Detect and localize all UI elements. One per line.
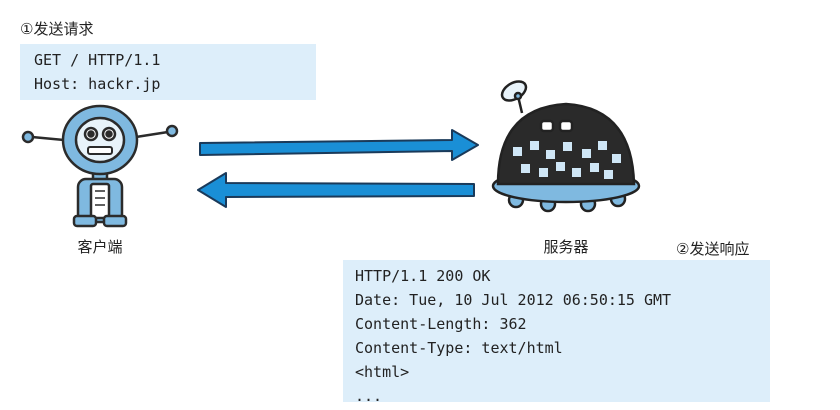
response-header-content-length: Content-Length: 362	[355, 315, 527, 333]
request-message-box: GET / HTTP/1.1 Host: hackr.jp	[20, 44, 316, 100]
server-label: 服务器	[543, 238, 588, 256]
request-step-label: ①发送请求	[20, 20, 94, 38]
response-arrow	[197, 172, 475, 208]
request-header-host: Host: hackr.jp	[34, 75, 161, 93]
request-arrow	[199, 129, 479, 161]
server-robot-icon	[491, 80, 641, 213]
response-header-content-type: Content-Type: text/html	[355, 339, 563, 357]
client-robot-icon	[21, 104, 179, 228]
client-label: 客户端	[77, 238, 122, 256]
response-body-start: <html>	[355, 363, 410, 381]
response-body-ellipsis: ...	[355, 387, 383, 405]
response-step-label: ②发送响应	[676, 240, 750, 258]
response-header-date: Date: Tue, 10 Jul 2012 06:50:15 GMT	[355, 291, 672, 309]
response-status-line: HTTP/1.1 200 OK	[355, 267, 491, 285]
response-message-box: HTTP/1.1 200 OK Date: Tue, 10 Jul 2012 0…	[343, 260, 770, 405]
request-line: GET / HTTP/1.1	[34, 51, 161, 69]
